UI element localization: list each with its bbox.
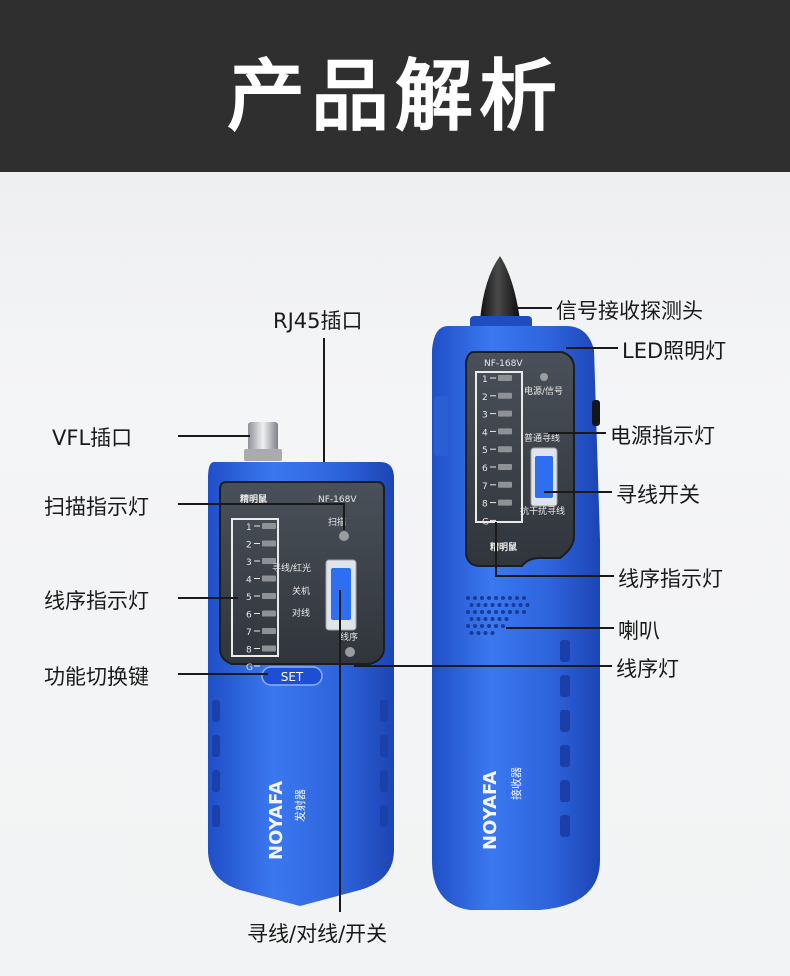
callout-wire-order-light: 线序灯 [616, 657, 679, 681]
transmitter-led-number: 6 [246, 611, 252, 621]
receiver-led [498, 464, 512, 470]
set-button[interactable] [261, 666, 323, 686]
scan-indicator-led [339, 531, 349, 541]
mode-label-normal: 普通寻线 [524, 432, 560, 444]
receiver-led-number: 8 [482, 500, 488, 510]
transmitter-led [262, 610, 276, 617]
receiver-role: 接收器 [509, 767, 523, 800]
receiver-device: NF-168V 1 2 3 4 5 6 7 8G 电源/信号 普通寻线 抗干扰寻线 精明鼠 N… [432, 256, 600, 910]
probe-tip [480, 256, 520, 320]
transmitter-led [262, 628, 276, 634]
callout-rj45: RJ45插口 [273, 309, 363, 333]
callout-led-light: LED照明灯 [622, 339, 727, 363]
transmitter-brand: NOYAFA [266, 781, 287, 860]
receiver-led [498, 392, 512, 399]
receiver-logo-cn: 精明鼠 [490, 541, 517, 553]
transmitter-led [262, 523, 276, 529]
page-title: 产品解析 [226, 52, 563, 142]
receiver-led [498, 410, 512, 417]
receiver-led [498, 428, 512, 435]
mode-label-anti-interference: 抗干扰寻线 [520, 505, 565, 517]
speaker-grille [466, 596, 530, 635]
receiver-led-number: 7 [482, 482, 488, 492]
callout-vfl: VFL插口 [52, 426, 133, 450]
receiver-brand: NOYAFA [480, 771, 501, 850]
transmitter-led-number: 5 [246, 593, 252, 603]
transmitter-led-number: 1 [246, 523, 252, 533]
receiver-led-number: G [482, 517, 489, 527]
switch-label-test: 对线 [292, 607, 310, 619]
transmitter-role: 发射器 [293, 789, 307, 822]
receiver-led-number: 4 [482, 428, 488, 438]
receiver-led-number: 3 [482, 411, 488, 421]
wire-order-led [345, 647, 355, 657]
receiver-led-number: 2 [482, 393, 488, 403]
transmitter-led-number: G [246, 663, 253, 673]
transmitter-led-number: 8 [246, 646, 252, 656]
callout-wire-order-indicator-right: 线序指示灯 [618, 567, 723, 591]
power-indicator-led [540, 373, 548, 381]
search-switch-slider[interactable] [535, 456, 553, 498]
transmitter-model: NF-168V [318, 495, 357, 505]
callout-function-key: 功能切换键 [44, 665, 149, 689]
header-banner: 产品解析 [0, 0, 790, 172]
callout-probe: 信号接收探测头 [556, 299, 703, 323]
callout-bottom-switch: 寻线/对线/开关 [247, 922, 388, 946]
transmitter-led-number: 4 [246, 576, 252, 586]
callout-search-switch: 寻线开关 [616, 483, 700, 507]
callout-scan-indicator: 扫描指示灯 [44, 495, 149, 519]
receiver-led [498, 481, 512, 488]
wire-order-label: 线序 [340, 631, 358, 643]
callout-lines [178, 307, 618, 912]
receiver-panel [465, 351, 575, 567]
vfl-connector [248, 422, 278, 452]
transmitter-led [262, 645, 276, 652]
transmitter-led-number: 2 [246, 541, 252, 551]
transmitter-led [262, 593, 276, 599]
receiver-led-number: 1 [482, 375, 488, 385]
switch-label-search: 寻线/红光 [272, 562, 311, 574]
transmitter-led [262, 540, 276, 547]
receiver-led-number: 6 [482, 464, 488, 474]
callout-power-indicator: 电源指示灯 [610, 424, 715, 448]
transmitter-led-number: 7 [246, 628, 252, 638]
receiver-led [498, 499, 512, 506]
callout-wire-order-indicator-left: 线序指示灯 [44, 589, 149, 613]
callout-speaker: 喇叭 [618, 619, 660, 643]
scan-label: 扫描 [328, 516, 346, 528]
switch-label-off: 关机 [292, 585, 310, 597]
transmitter-led [262, 558, 276, 564]
transmitter-led-number: 3 [246, 558, 252, 568]
receiver-led-number: 5 [482, 446, 488, 456]
transmitter-logo-cn: 精明鼠 [240, 493, 267, 505]
set-button-label: SET [281, 670, 304, 684]
receiver-led [498, 446, 512, 453]
receiver-led [498, 375, 512, 381]
transmitter-led [262, 575, 276, 582]
power-label: 电源/信号 [524, 385, 563, 397]
receiver-model: NF-168V [484, 359, 523, 369]
